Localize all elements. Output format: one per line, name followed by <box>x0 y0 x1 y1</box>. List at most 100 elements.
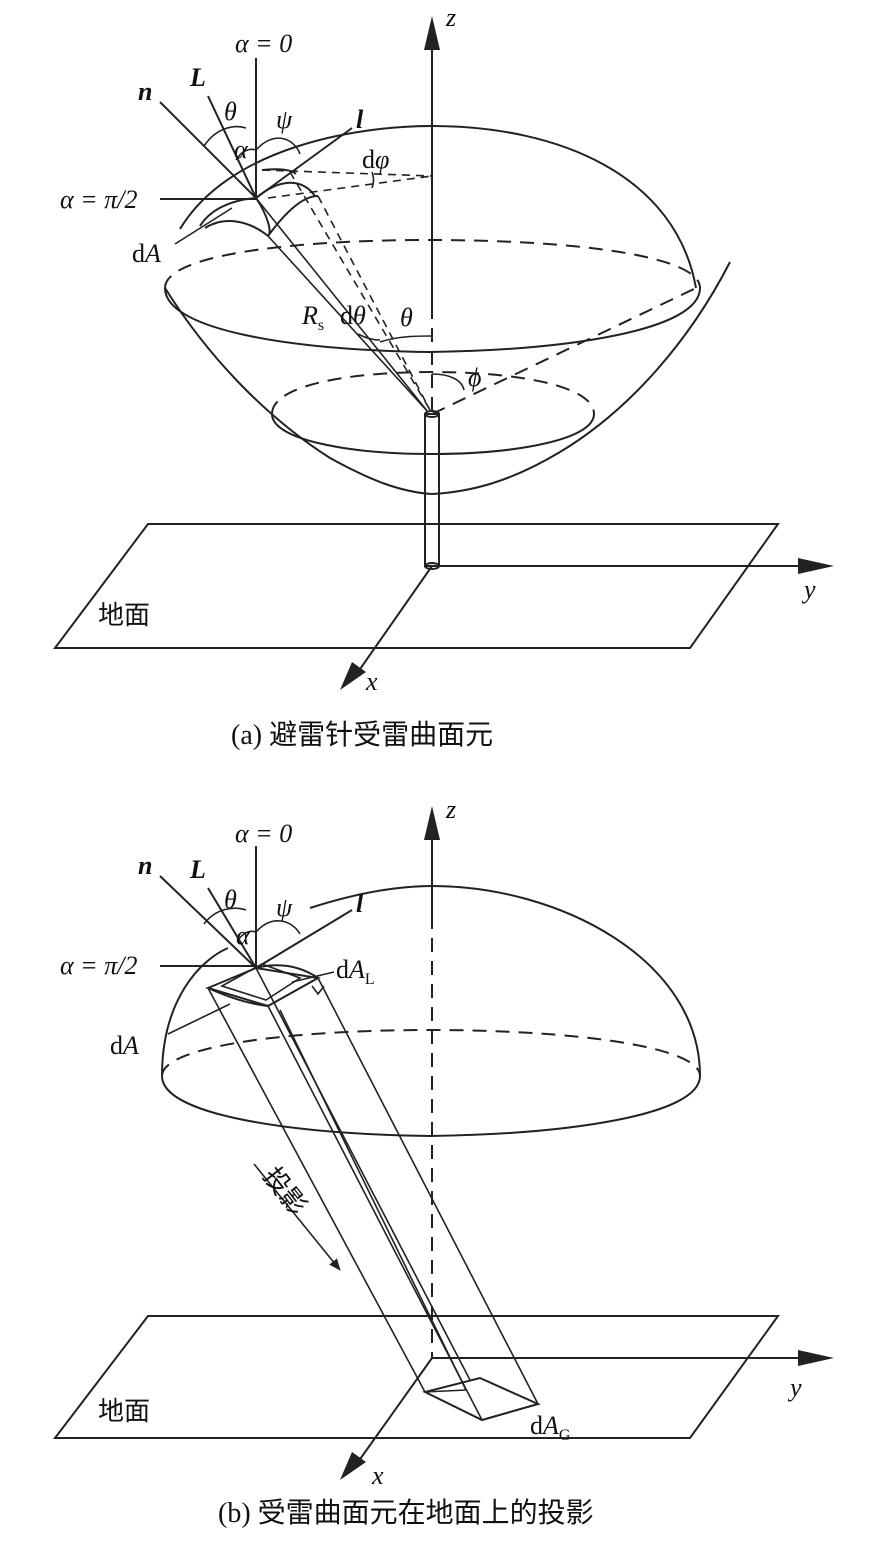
ellipse-small-back <box>271 370 595 415</box>
theta-label-b: θ <box>224 885 237 914</box>
dAG-label: dAG <box>530 1411 571 1444</box>
dA-label-a: dA <box>132 239 161 268</box>
lightning-rod <box>424 413 440 567</box>
psi-arc-b <box>255 920 301 935</box>
n-label-b: n <box>138 851 152 880</box>
radius-line-4 <box>317 195 431 411</box>
theta-arc-b <box>203 907 247 925</box>
dA-label-b: dA <box>110 1031 139 1060</box>
z-label-b: z <box>445 795 456 824</box>
z-arrowhead-b <box>424 806 440 840</box>
alpha-arc-a <box>235 148 257 161</box>
ground-plane-b <box>52 1315 780 1439</box>
dashed-to-right <box>431 287 697 415</box>
dphi-d: d <box>362 145 375 174</box>
l-label-b: l <box>356 889 364 918</box>
dAL-sub: L <box>365 971 375 988</box>
dphi-sym: φ <box>375 145 389 174</box>
vector-L <box>207 95 257 199</box>
surface-element-curve <box>207 964 319 1007</box>
hemisphere-back-ellipse <box>161 1028 701 1077</box>
dA-sym-b: A <box>121 1031 139 1060</box>
column-edge-1 <box>207 987 426 1393</box>
psi-arc-a <box>255 137 301 155</box>
alpha-half-pi-text-a: α = π/2 <box>60 185 137 214</box>
alpha0-label-a: α = 0 <box>235 29 292 58</box>
dA-d-b: d <box>110 1031 123 1060</box>
x-axis-b <box>357 1357 433 1463</box>
ellipse-top-front <box>164 287 701 354</box>
theta2-label: θ <box>400 303 413 332</box>
x-axis-a <box>357 565 433 673</box>
panel-b: z α = 0 α = π/2 n L l θ ψ α dAL dA 投影 地面… <box>52 795 834 1529</box>
Rs-label: Rs <box>301 301 324 334</box>
paraboloid-left <box>164 287 433 495</box>
l-label-a: l <box>356 105 364 134</box>
y-label-b: y <box>787 1373 802 1402</box>
ellipse-top-back <box>164 238 701 289</box>
projection-arrow <box>253 1163 341 1271</box>
alpha-label-b: α <box>236 921 251 950</box>
dA-leader-b <box>167 1003 231 1035</box>
y-arrowhead-b <box>798 1350 834 1366</box>
alpha0-text-b: α = 0 <box>235 819 292 848</box>
projection-label: 投影 <box>256 1162 312 1221</box>
outer-sphere <box>179 124 697 289</box>
normal-vector-n <box>159 101 257 199</box>
dAG-d: d <box>530 1411 543 1440</box>
x-label-b: x <box>371 1461 384 1490</box>
dAG-sym: A <box>541 1411 559 1440</box>
column-edge-5 <box>255 967 471 1381</box>
dtheta-d: d <box>340 301 353 330</box>
vector-L-b <box>207 887 257 969</box>
y-label-a: y <box>801 575 816 604</box>
alpha0-label-b: α = 0 <box>235 819 292 848</box>
normal-vector-n-b <box>159 875 257 969</box>
dA-leader <box>174 207 233 245</box>
alpha-half-pi-text-b: α = π/2 <box>60 951 137 980</box>
projected-element-dAG <box>422 1376 541 1422</box>
alpha-half-pi-label-b: α = π/2 <box>60 951 137 980</box>
ground-plane-a <box>53 523 780 649</box>
n-label-a: n <box>138 77 152 106</box>
L-label-a: L <box>189 63 206 92</box>
psi-label-b: ψ <box>276 893 293 922</box>
dtheta-sym: θ <box>353 301 366 330</box>
dphi-line-2 <box>267 175 433 199</box>
dAL-sym: A <box>347 955 365 984</box>
L-label-b: L <box>189 855 206 884</box>
alpha-label-a: α <box>234 135 249 164</box>
right-angle-mark <box>311 985 325 996</box>
dAL-leader <box>291 971 335 983</box>
paraboloid-right <box>431 261 731 495</box>
x-arrowhead-b <box>340 1452 366 1480</box>
z-arrowhead-a <box>424 16 440 50</box>
dphi-label: dφ <box>362 145 389 174</box>
surface-element-dA <box>199 168 319 237</box>
rod-top <box>424 410 440 418</box>
phi-label: ϕ <box>468 363 481 392</box>
y-arrowhead-a <box>798 558 834 574</box>
alpha-arc-b <box>237 930 257 941</box>
dA-d-a: d <box>132 239 145 268</box>
rod-base <box>424 562 440 570</box>
dAL-d: d <box>336 955 349 984</box>
dtheta-arc <box>357 333 381 341</box>
x-arrowhead-a <box>340 662 366 690</box>
ground-label-b: 地面 <box>98 1397 150 1427</box>
hemisphere-dome <box>161 884 701 1077</box>
phi-arc <box>431 373 465 391</box>
dAL-label: dAL <box>336 955 375 988</box>
theta2-arc <box>379 335 433 343</box>
radius-line-3 <box>289 171 431 411</box>
vector-l-b <box>255 909 353 969</box>
tangent-element-dAL <box>219 963 302 1001</box>
dtheta-label: dθ <box>340 301 366 330</box>
psi-label-a: ψ <box>276 105 293 134</box>
dphi-arc <box>371 171 375 189</box>
alpha-half-pi-label-a: α = π/2 <box>60 185 137 214</box>
column-edge-4 <box>317 977 539 1405</box>
radius-line-2 <box>267 235 429 413</box>
caption-b: (b) 受雷曲面元在地面上的投影 <box>218 1497 594 1529</box>
z-label-a: z <box>445 3 456 32</box>
